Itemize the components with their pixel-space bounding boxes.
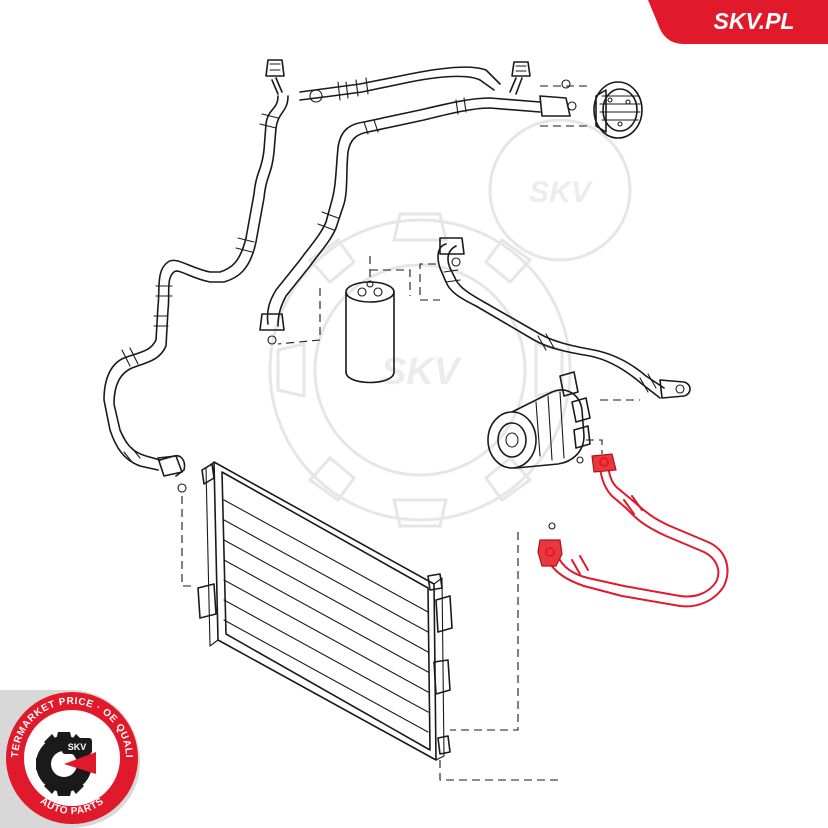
compressor xyxy=(487,371,603,469)
skv-corner-logo: SKV.PL xyxy=(648,0,828,44)
hose-fitting-compressor-end xyxy=(591,453,617,473)
skv-watermark: SKV SKV xyxy=(268,118,632,528)
watermark-text-center: SKV xyxy=(381,351,462,393)
badge-top-text: AFTERMARKET PRICE · OE QUALITY xyxy=(0,0,134,758)
liquid-line xyxy=(103,59,501,493)
receiver-drier xyxy=(277,256,411,384)
condenser xyxy=(159,454,560,781)
evaporator-expansion-valve xyxy=(540,81,643,139)
watermark-text-top: SKV xyxy=(529,176,594,209)
skv-quality-badge: AFTERMARKET PRICE · OE QUALITY AUTO PART… xyxy=(0,0,140,828)
corner-logo-text: SKV.PL xyxy=(714,8,795,34)
suction-line xyxy=(259,61,577,345)
badge-center-text: SKV xyxy=(68,742,87,752)
ac-high-pressure-hose xyxy=(537,453,729,608)
hose-fitting-condenser-end xyxy=(537,539,563,567)
discharge-line xyxy=(419,237,691,401)
